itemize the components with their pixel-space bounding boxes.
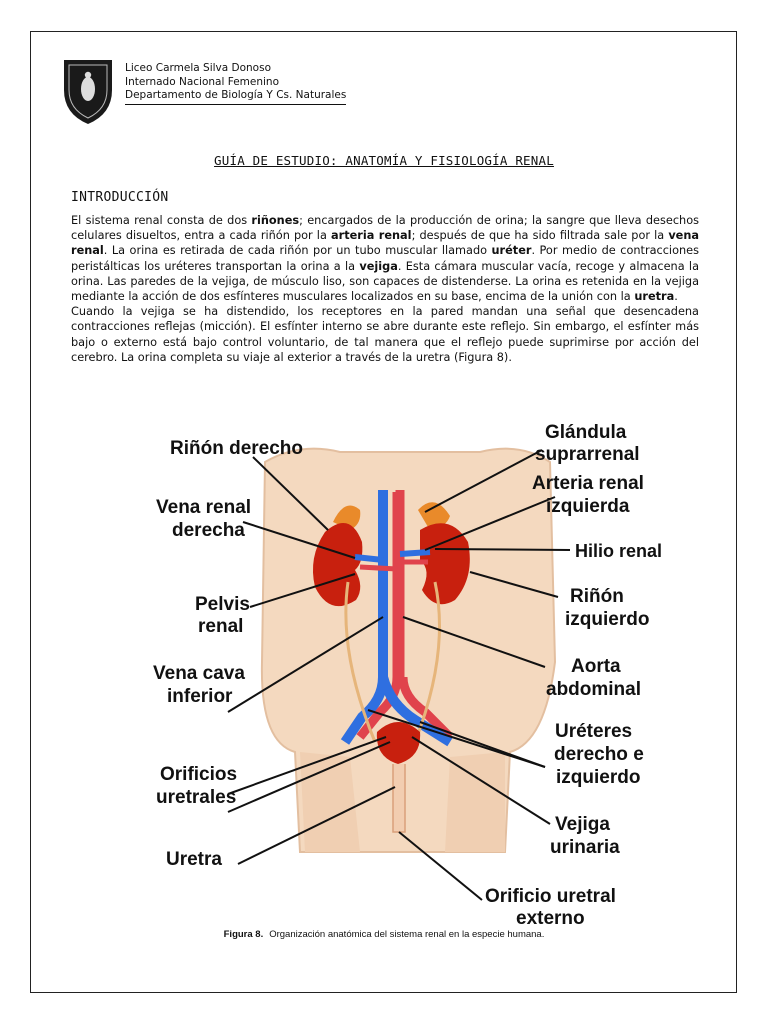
intro-paragraph-1: El sistema renal consta de dos riñones; … xyxy=(71,213,699,304)
school-name: Liceo Carmela Silva Donoso xyxy=(125,62,346,76)
label-aorta-2: abdominal xyxy=(546,679,641,700)
label-vena-renal-1: Vena renal xyxy=(156,497,251,518)
caption-text: Organización anatómica del sistema renal… xyxy=(269,929,544,940)
label-orificio-externo-2: externo xyxy=(516,908,585,929)
label-vejiga-1: Vejiga xyxy=(555,814,610,835)
intro-paragraph-2: Cuando la vejiga se ha distendido, los r… xyxy=(71,304,699,365)
caption-label: Figura 8. xyxy=(224,929,264,940)
label-vena-renal-2: derecha xyxy=(172,520,245,541)
label-ureteres-2: derecho e xyxy=(554,744,644,765)
label-arteria-1: Arteria renal xyxy=(532,473,644,494)
label-rinon-izquierdo-1: Riñón xyxy=(570,586,624,607)
document-title: GUÍA DE ESTUDIO: ANATOMÍA Y FISIOLOGÍA R… xyxy=(0,153,768,168)
label-pelvis-2: renal xyxy=(198,616,243,637)
label-uretra: Uretra xyxy=(166,849,222,870)
label-ureteres-3: izquierdo xyxy=(556,767,640,788)
renal-system-figure: Riñón derecho Glándula suprarrenal Vena … xyxy=(150,412,670,932)
label-orificios-2: uretrales xyxy=(156,787,236,808)
urethra xyxy=(393,764,405,832)
department-name: Departamento de Biología Y Cs. Naturales xyxy=(125,89,346,105)
figure-caption: Figura 8. Organización anatómica del sist… xyxy=(0,929,768,940)
label-hilio: Hilio renal xyxy=(575,541,662,561)
school-crest-logo xyxy=(62,56,114,126)
school-header: Liceo Carmela Silva Donoso Internado Nac… xyxy=(125,62,346,105)
label-vejiga-2: urinaria xyxy=(550,837,620,858)
section-heading: INTRODUCCIÓN xyxy=(71,190,169,205)
label-glandula-2: suprarrenal xyxy=(535,444,640,465)
intro-text: El sistema renal consta de dos riñones; … xyxy=(71,213,699,365)
label-rinon-derecho: Riñón derecho xyxy=(170,438,303,459)
label-vena-cava-1: Vena cava xyxy=(153,663,245,684)
label-glandula-1: Glándula xyxy=(545,422,627,443)
label-orificios-1: Orificios xyxy=(160,764,237,785)
label-pelvis-1: Pelvis xyxy=(195,594,250,615)
label-rinon-izquierdo-2: izquierdo xyxy=(565,609,649,630)
label-aorta-1: Aorta xyxy=(571,656,621,677)
leg-right xyxy=(445,752,505,852)
label-orificio-externo-1: Orificio uretral xyxy=(485,886,616,907)
label-vena-cava-2: inferior xyxy=(167,686,233,707)
label-ureteres-1: Uréteres xyxy=(555,721,632,742)
school-subtitle: Internado Nacional Femenino xyxy=(125,76,346,90)
label-arteria-2: izquierda xyxy=(546,496,630,517)
